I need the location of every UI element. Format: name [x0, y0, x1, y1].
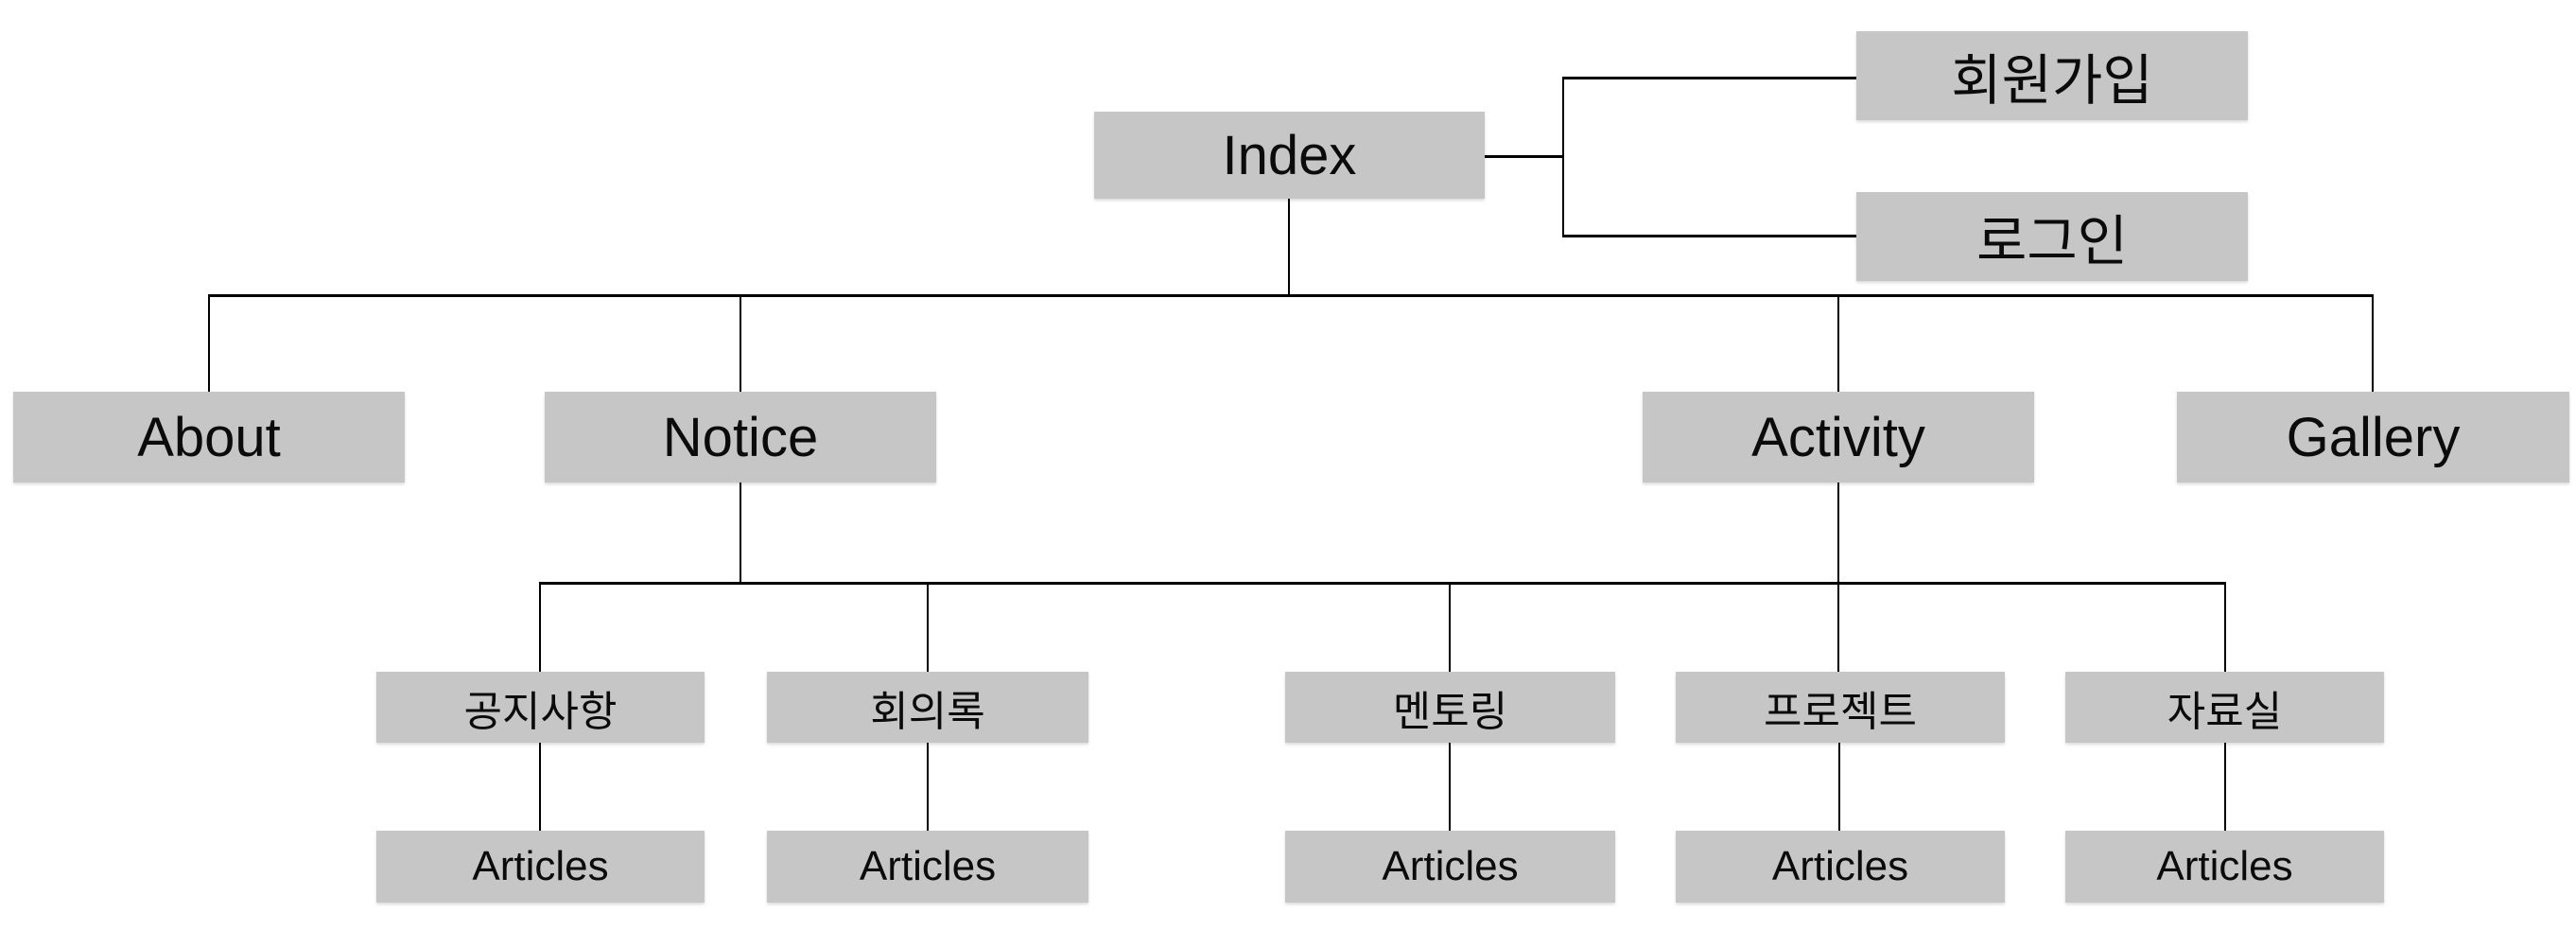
- node-notice-label: Notice: [662, 406, 819, 468]
- connector-board-4-to-articles: [1838, 742, 1840, 832]
- node-board-4-label: 프로젝트: [1764, 688, 1917, 735]
- node-board-5: 자료실: [2065, 672, 2384, 743]
- connector-board-3-to-articles: [1449, 742, 1451, 832]
- node-articles-5-label: Articles: [2156, 843, 2293, 889]
- node-signup-label: 회원가입: [1951, 50, 2153, 112]
- connector-notice-to-rail: [740, 481, 741, 584]
- node-gallery-label: Gallery: [2286, 406, 2461, 468]
- connector-drop-about: [208, 295, 210, 394]
- node-login: 로그인: [1856, 192, 2248, 281]
- node-activity-label: Activity: [1751, 406, 1925, 468]
- node-activity: Activity: [1643, 392, 2034, 483]
- node-articles-3: Articles: [1285, 831, 1615, 903]
- connector-board-5-to-articles: [2224, 742, 2226, 832]
- node-board-3-label: 멘토링: [1392, 688, 1508, 735]
- node-about: About: [13, 392, 405, 483]
- node-board-1-label: 공지사항: [463, 688, 618, 735]
- node-login-label: 로그인: [1976, 211, 2129, 272]
- node-index-label: Index: [1222, 124, 1357, 186]
- node-board-5-label: 자료실: [2167, 688, 2283, 735]
- node-articles-5: Articles: [2065, 831, 2384, 903]
- connector-activity-to-rail: [1837, 481, 1839, 674]
- connector-board-1-to-articles: [539, 742, 541, 832]
- node-signup: 회원가입: [1856, 31, 2248, 120]
- connector-index-drop: [1288, 199, 1290, 296]
- node-articles-4-label: Articles: [1771, 843, 1909, 889]
- connector-index-to-auth-bracket: [1481, 155, 1563, 158]
- connector-drop-board-1: [539, 583, 541, 673]
- node-gallery: Gallery: [2177, 392, 2569, 483]
- connector-drop-gallery: [2372, 295, 2374, 394]
- connector-drop-activity: [1837, 295, 1839, 394]
- node-articles-2: Articles: [767, 831, 1088, 903]
- connector-drop-board-2: [927, 583, 929, 673]
- node-board-1: 공지사항: [376, 672, 705, 743]
- connector-board-2-to-articles: [927, 742, 929, 832]
- connector-drop-notice: [740, 295, 741, 394]
- connector-drop-board-3: [1449, 583, 1451, 673]
- node-about-label: About: [137, 406, 281, 468]
- node-board-2: 회의록: [767, 672, 1088, 743]
- node-notice: Notice: [545, 392, 936, 483]
- node-board-2-label: 회의록: [870, 688, 985, 735]
- connector-level1-rail: [208, 294, 2374, 297]
- node-articles-1: Articles: [376, 831, 705, 903]
- node-articles-2-label: Articles: [859, 843, 997, 889]
- node-articles-3-label: Articles: [1382, 843, 1519, 889]
- node-board-3: 멘토링: [1285, 672, 1615, 743]
- connector-bracket-to-signup: [1562, 77, 1856, 79]
- connector-level3-rail: [539, 582, 2226, 585]
- node-articles-1-label: Articles: [472, 843, 609, 889]
- connector-drop-board-5: [2224, 583, 2226, 673]
- node-board-4: 프로젝트: [1676, 672, 2005, 743]
- connector-bracket-to-login: [1562, 235, 1856, 237]
- node-index: Index: [1094, 112, 1485, 199]
- connector-auth-bracket: [1562, 77, 1564, 237]
- node-articles-4: Articles: [1676, 831, 2005, 903]
